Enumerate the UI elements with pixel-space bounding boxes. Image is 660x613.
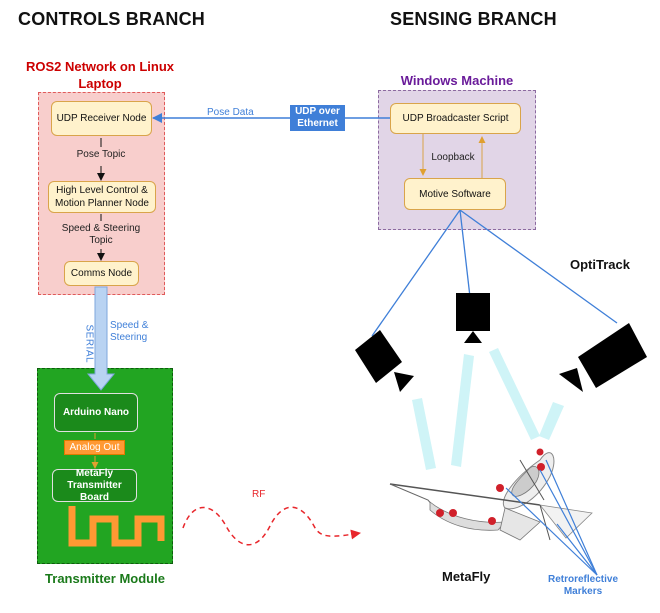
high-level-control-node: High Level Control & Motion Planner Node — [48, 181, 156, 213]
beam-1 — [412, 398, 436, 470]
serial-arrow — [86, 286, 116, 391]
marker-pointer-2 — [545, 459, 598, 576]
motive-software: Motive Software — [404, 178, 506, 210]
pose-topic-label: Pose Topic — [76, 149, 126, 160]
marker-pointer-1 — [539, 469, 598, 576]
camera-line-2 — [459, 209, 471, 298]
analog-out-label: Analog Out — [64, 440, 125, 455]
camera-line-1 — [371, 209, 461, 337]
camera-3-icon — [559, 323, 647, 392]
beam-3 — [489, 348, 540, 440]
beam-2 — [451, 354, 474, 467]
udp-receiver-node: UDP Receiver Node — [51, 101, 152, 136]
comms-node: Comms Node — [64, 261, 139, 286]
metafly-drone-image — [389, 448, 593, 541]
speed-steering-topic-label: Speed & Steering Topic — [61, 223, 141, 246]
serial-label: SERIAL — [83, 324, 95, 364]
retroreflective-markers-label: Retroreflective Markers — [547, 574, 619, 597]
camera-1-icon — [355, 330, 414, 392]
udp-broadcaster-script: UDP Broadcaster Script — [390, 103, 521, 134]
metafly-label: MetaFly — [442, 569, 491, 584]
pose-data-label: Pose Data — [207, 107, 254, 118]
arduino-nano: Arduino Nano — [54, 393, 138, 432]
transmitter-module-title: Transmitter Module — [45, 571, 165, 586]
camera-2-icon — [456, 293, 490, 343]
controls-branch-heading: CONTROLS BRANCH — [18, 9, 205, 29]
metafly-transmitter-board: MetaFly Transmitter Board — [52, 468, 137, 503]
ros2-group-title: ROS2 Network on Linux Laptop — [25, 59, 175, 91]
rf-wave-arrow — [182, 506, 361, 546]
antenna-trace — [68, 506, 165, 547]
loopback-label: Loopback — [431, 152, 475, 163]
udp-over-ethernet-badge: UDP over Ethernet — [290, 105, 345, 131]
speed-steering-label: Speed & Steering — [110, 320, 149, 343]
marker-pointer-3 — [505, 487, 598, 576]
optitrack-label: OptiTrack — [570, 257, 630, 272]
beam-4 — [539, 402, 564, 440]
camera-line-3 — [459, 209, 618, 324]
sensing-branch-heading: SENSING BRANCH — [390, 9, 557, 29]
rf-label: RF — [252, 489, 266, 500]
marker-pointer-4 — [556, 523, 598, 576]
windows-group-title: Windows Machine — [400, 73, 514, 88]
